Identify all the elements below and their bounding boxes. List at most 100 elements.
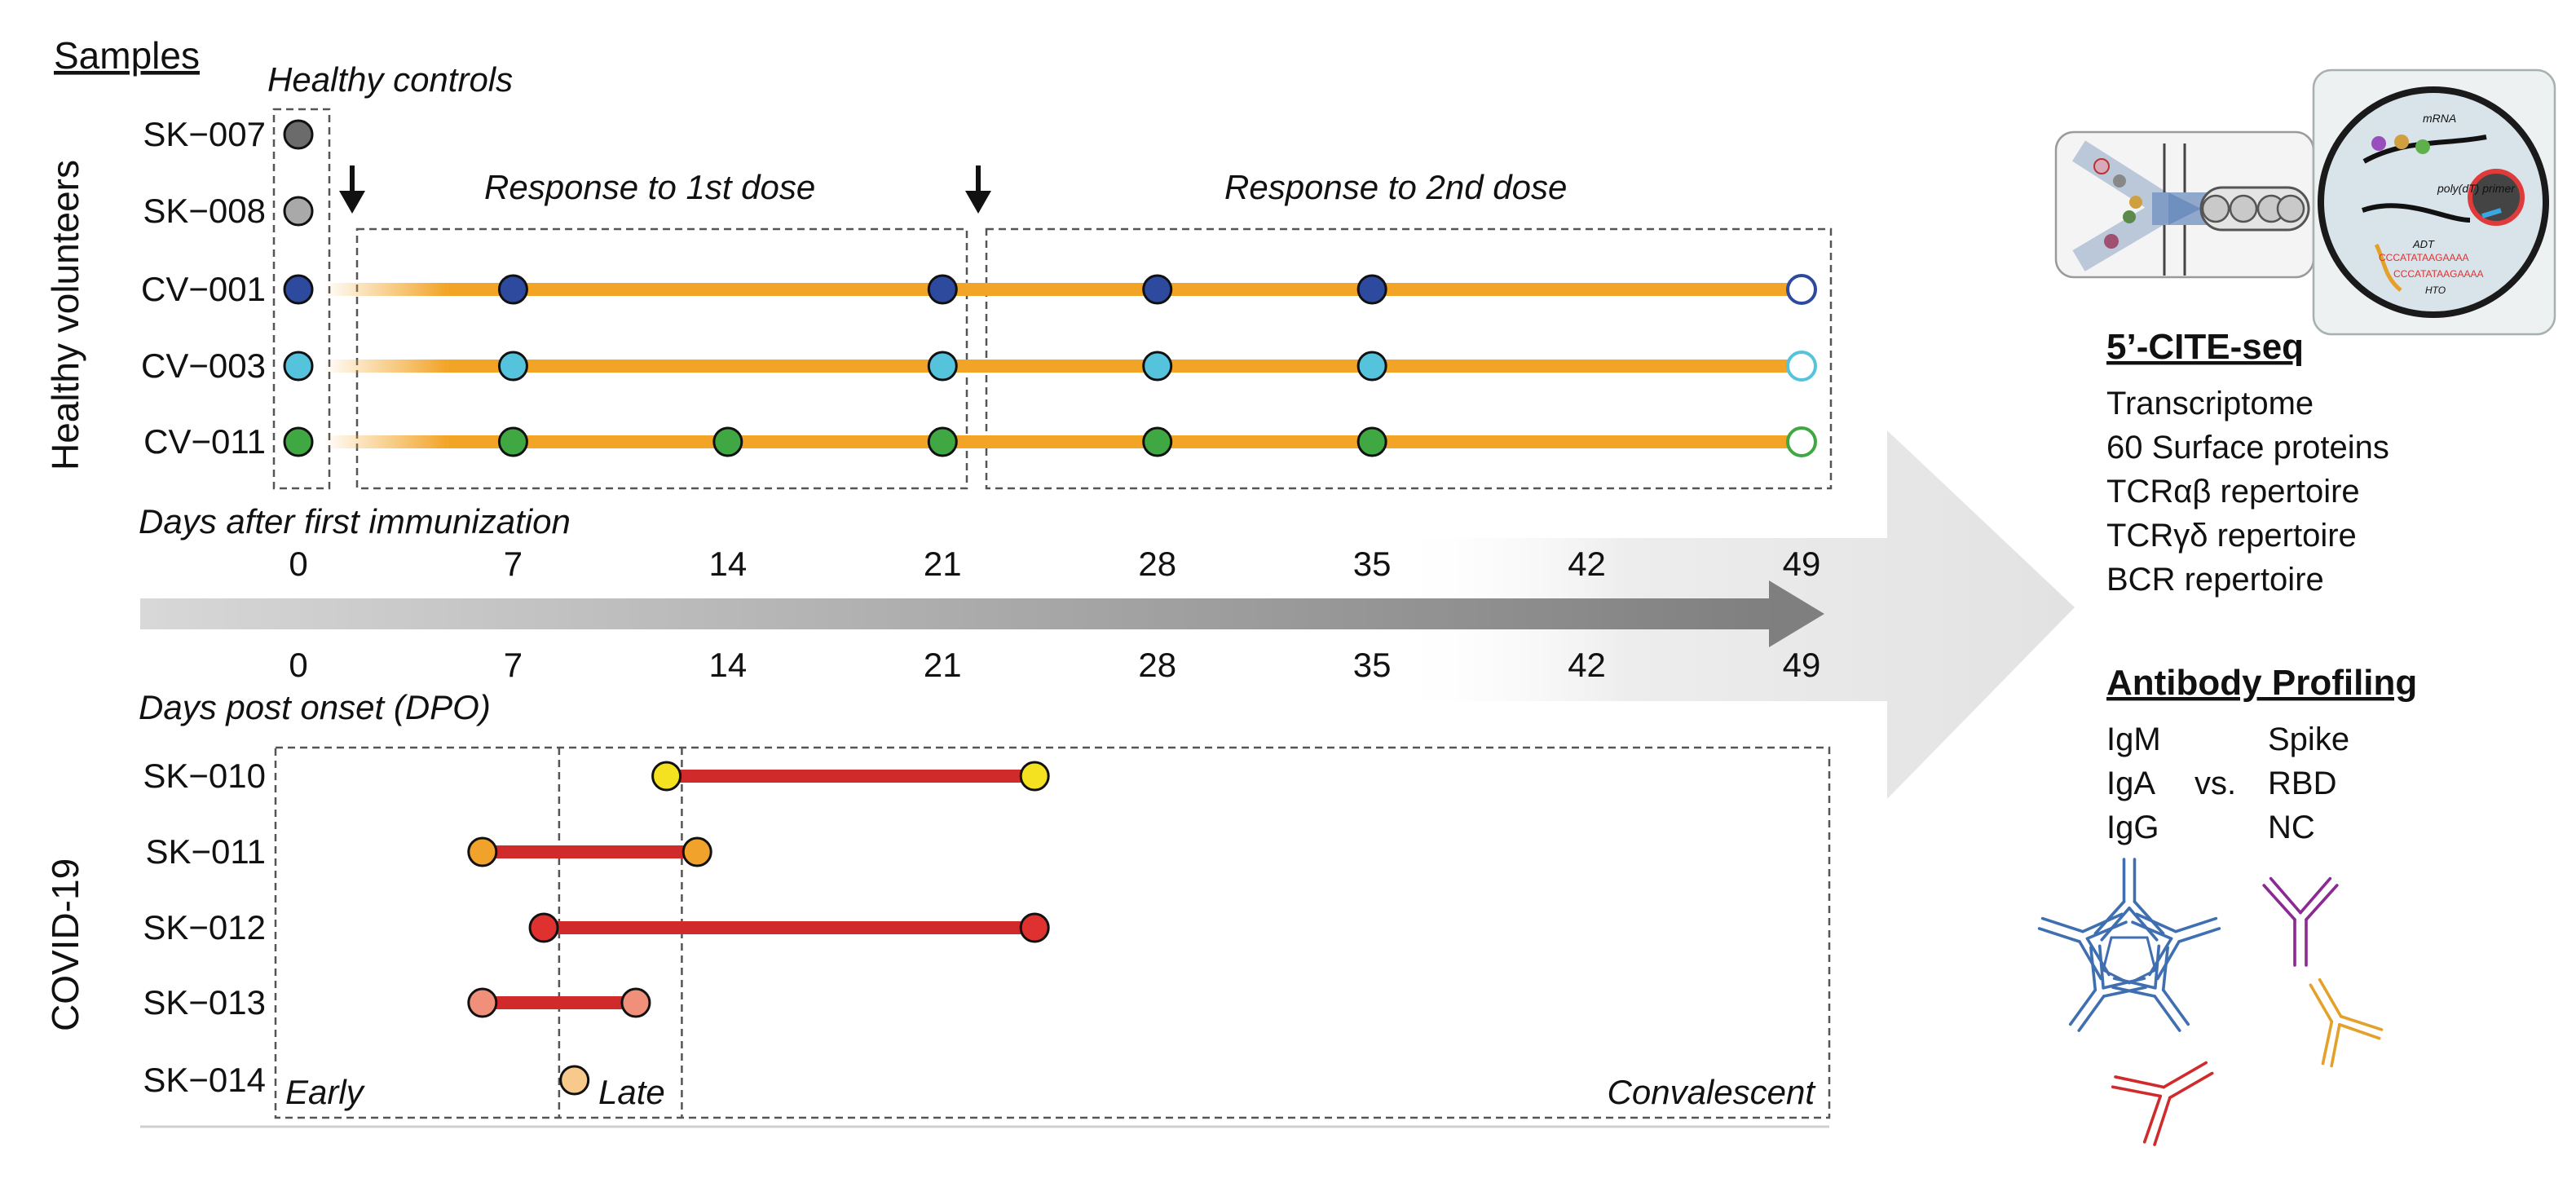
covid-timeline-box bbox=[274, 746, 1831, 1119]
tick-label: 35 bbox=[1353, 646, 1392, 684]
sample-point bbox=[467, 987, 498, 1018]
antibody-arm bbox=[2102, 986, 2147, 998]
antibody-shape bbox=[2262, 876, 2339, 967]
response-1st-dose-label: Response to 1st dose bbox=[484, 168, 815, 206]
antibody-arm bbox=[2085, 937, 2111, 977]
cite-seq-item: BCR repertoire bbox=[2106, 562, 2324, 598]
sample-point bbox=[927, 426, 958, 457]
dose-arrow-2 bbox=[965, 165, 991, 214]
tick-label: 0 bbox=[289, 545, 307, 583]
sample-point bbox=[1142, 274, 1173, 305]
antibody-arm bbox=[2321, 1020, 2334, 1066]
cite-seq-schematic: mRNA poly(dT) primer ADT CCCATATAAGAAAA … bbox=[2054, 68, 2556, 336]
tick-label: 0 bbox=[289, 646, 307, 684]
tick-label: 42 bbox=[1568, 545, 1606, 583]
antibody-shape bbox=[2309, 977, 2384, 1068]
isotype-label: IgA bbox=[2106, 766, 2155, 801]
antibody-shape bbox=[2093, 858, 2165, 942]
sample-label: SK−012 bbox=[143, 908, 266, 947]
sample-label: SK−010 bbox=[143, 757, 266, 795]
sample-point bbox=[1356, 426, 1387, 457]
sample-point bbox=[1019, 761, 1050, 792]
open-endpoint bbox=[1786, 351, 1817, 382]
tick-label: 28 bbox=[1138, 646, 1176, 684]
first-dose-box bbox=[355, 227, 968, 490]
antibody-arm bbox=[2111, 1085, 2163, 1098]
antibody-profiling-title: Antibody Profiling bbox=[2106, 663, 2417, 703]
igg-red-antibody-icon bbox=[2111, 1061, 2214, 1146]
tick-label: 42 bbox=[1568, 646, 1606, 684]
time-axis-arrow bbox=[140, 580, 1824, 647]
sample-point bbox=[283, 274, 314, 305]
antibody-arm bbox=[2262, 884, 2296, 921]
sample-label: CV−003 bbox=[141, 346, 266, 385]
tick-label: 14 bbox=[708, 545, 747, 583]
cite-seq-item: Transcriptome bbox=[2106, 386, 2314, 421]
antibody-arm bbox=[2131, 920, 2173, 941]
healthy-controls-label: Healthy controls bbox=[267, 60, 513, 99]
tick-label: 35 bbox=[1353, 545, 1392, 583]
tick-label: 7 bbox=[504, 646, 523, 684]
sample-point bbox=[283, 196, 314, 227]
timeline-fade bbox=[323, 283, 448, 296]
cite-seq-item: 60 Surface proteins bbox=[2106, 430, 2389, 466]
sample-point bbox=[283, 351, 314, 382]
antibody-shape bbox=[2111, 1061, 2214, 1146]
antibody-arm bbox=[2133, 900, 2165, 935]
antigen-label: Spike bbox=[2268, 721, 2349, 757]
antibody-core bbox=[2102, 936, 2157, 985]
healthy-controls-box bbox=[272, 108, 331, 490]
timeline-fade bbox=[323, 360, 448, 373]
sample-point bbox=[681, 836, 712, 867]
covid-label: COVID-19 bbox=[44, 858, 86, 1031]
sample-point bbox=[1356, 351, 1387, 382]
tick-label: 7 bbox=[504, 545, 523, 583]
sample-point bbox=[497, 274, 528, 305]
sample-label: SK−007 bbox=[143, 115, 266, 153]
sample-point bbox=[1356, 274, 1387, 305]
antigen-label: RBD bbox=[2268, 766, 2336, 801]
second-dose-box bbox=[985, 227, 1833, 490]
tick-label: 14 bbox=[708, 646, 747, 684]
antibody-arm bbox=[2078, 940, 2103, 981]
schematic-polydt-text: poly(dT) primer bbox=[2437, 182, 2516, 195]
schematic-mrna-text: mRNA bbox=[2423, 112, 2456, 125]
schematic-hto-text: HTO bbox=[2425, 285, 2446, 296]
antibody-arm bbox=[2093, 900, 2126, 935]
sample-point bbox=[1019, 912, 1050, 943]
tick-label: 21 bbox=[924, 545, 962, 583]
cite-seq-item: TCRγδ repertoire bbox=[2106, 518, 2357, 554]
schematic-seq-2: CCCATATAAGAAAA bbox=[2393, 268, 2483, 280]
antibody-stem bbox=[2318, 977, 2343, 1018]
tick-label: 49 bbox=[1783, 545, 1821, 583]
antibody-arm bbox=[2305, 884, 2339, 921]
tick-label: 49 bbox=[1783, 646, 1821, 684]
sample-point bbox=[712, 426, 743, 457]
sample-point bbox=[283, 119, 314, 150]
sample-label: SK−014 bbox=[143, 1061, 266, 1099]
open-endpoint bbox=[1786, 426, 1817, 457]
dose-arrow-1 bbox=[339, 165, 365, 214]
antibody-stem bbox=[2309, 983, 2334, 1024]
antigen-label: NC bbox=[2268, 810, 2315, 845]
response-2nd-dose-label: Response to 2nd dose bbox=[1224, 168, 1567, 206]
antibody-arm bbox=[2111, 986, 2156, 998]
antibody-shape bbox=[2068, 944, 2147, 1032]
tick-label: 28 bbox=[1138, 545, 1176, 583]
sample-label: CV−011 bbox=[143, 422, 266, 461]
antibody-stem bbox=[2037, 927, 2081, 943]
phase-convalescent-label: Convalescent bbox=[1608, 1073, 1817, 1111]
schematic-adt-text: ADT bbox=[2412, 238, 2435, 250]
tick-label: 21 bbox=[924, 646, 962, 684]
antibody-stem bbox=[2068, 988, 2097, 1026]
igg-gold-antibody-icon bbox=[2309, 977, 2384, 1068]
igm-pentamer-icon bbox=[2037, 858, 2221, 1032]
sample-label: SK−008 bbox=[143, 192, 266, 230]
antibody-arm bbox=[2135, 912, 2177, 933]
sample-point bbox=[1142, 351, 1173, 382]
antibody-arm bbox=[2269, 876, 2302, 915]
sample-point bbox=[651, 761, 682, 792]
antibody-arm bbox=[2154, 944, 2161, 990]
healthy-volunteers-label: Healthy volunteers bbox=[44, 160, 86, 470]
